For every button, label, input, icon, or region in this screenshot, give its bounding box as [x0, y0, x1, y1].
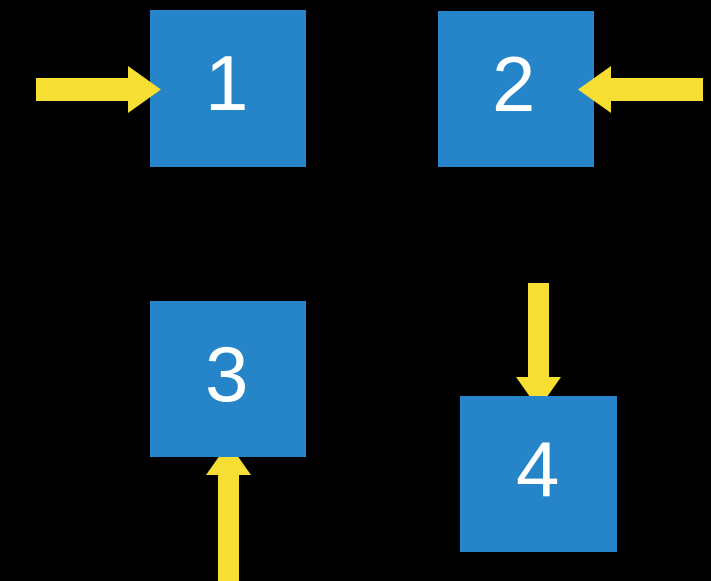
arrow-into-box-3	[206, 443, 251, 581]
arrow-into-box-1	[36, 66, 161, 113]
arrow-into-box-4	[516, 283, 561, 409]
box-4[interactable]	[460, 396, 617, 552]
arrow-up-shape	[206, 443, 251, 581]
box-1[interactable]	[150, 10, 306, 167]
box-1-label: 1	[205, 39, 249, 127]
arrow-right-shape	[36, 66, 161, 113]
box-4-label: 4	[516, 425, 560, 513]
arrow-down-shape	[516, 283, 561, 409]
arrow-into-box-2	[578, 66, 703, 113]
box-3[interactable]	[150, 301, 306, 457]
box-3-label: 3	[205, 330, 249, 418]
box-2[interactable]	[438, 11, 594, 167]
arrow-left-shape	[578, 66, 703, 113]
box-2-label: 2	[492, 40, 536, 128]
